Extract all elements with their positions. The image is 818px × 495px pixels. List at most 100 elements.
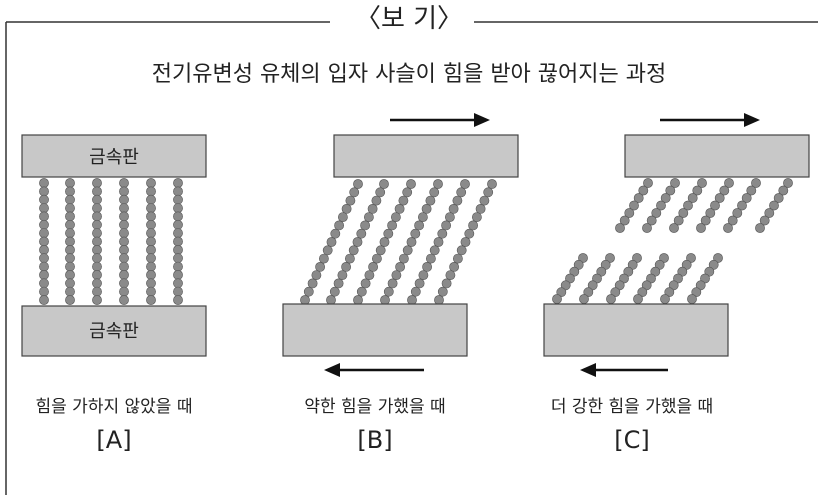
chain-b-particle [441,278,452,289]
chain-b-particle [383,286,394,297]
chain-a-particle [146,286,156,297]
chain-c-upper-particle [619,215,630,226]
chain-b-particle [375,187,386,198]
chain-c-upper-particle [633,193,644,203]
chain-a-particle [92,178,102,188]
chain-a-particle [173,269,183,280]
chain-b-particle [475,203,486,214]
caption-b: 약한 힘을 가했을 때 [304,397,446,417]
chain-b-particle [368,261,378,272]
chain-a-particle [39,286,49,297]
chain-b-particle [433,179,443,189]
chain-a-particle [119,261,129,272]
chain-a-particle [65,286,75,297]
chain-a-particle [92,203,102,213]
chain-a-particle [173,244,183,255]
label-c: [C] [614,426,650,454]
chain-a-particle [119,286,129,297]
chain-c-lower-particle [552,294,562,304]
chain-c-lower-particle [573,259,584,270]
chain-a-particle [119,253,129,264]
chain-b-particle [445,270,456,280]
chain-b-particle [434,295,444,305]
chain-a-particle [146,228,156,238]
chain-a-particle [119,178,129,188]
chain-c-lower-particle [600,259,611,270]
chain-c-lower-particle [641,280,652,291]
chain-b-particle [333,278,344,289]
chain-a-particle [119,278,129,289]
chain-a-particle [92,278,102,289]
diagram-title: 전기유변성 유체의 입자 사슬이 힘을 받아 끊어지는 과정 [151,62,667,87]
chain-c-lower-particle [560,280,571,291]
chain-b-particle [322,245,333,256]
chain-b-particle [387,278,398,289]
chain-b-particle [353,295,363,305]
chain-c-upper-particle [624,208,635,218]
chain-b-particle [437,228,448,239]
chain-b-particle [371,253,382,264]
chain-a-particle [146,244,156,255]
chain-b-particle [406,179,416,189]
chain-b-particle [326,237,337,247]
chain-c-lower-particle [668,280,679,291]
chain-a-particle [65,203,75,213]
chain-a-particle [92,295,102,305]
chain-a-particle [65,261,75,272]
chain-a-particle [92,286,102,297]
chain-b-particle [456,187,467,198]
chain-a-particle [119,236,129,247]
chain-a-particle [39,278,49,289]
chain-b-particle [452,253,463,264]
chain-b-particle [363,212,374,222]
chain-a-particle [65,278,75,289]
chain-a-particle [65,244,75,255]
chain-b-particle [410,228,421,239]
chain-a-particle [173,228,183,238]
chain-b-particle [326,295,336,305]
chain-b-particle [460,179,470,189]
chain-b-particle [437,286,448,297]
chain-b-particle [417,212,428,222]
chain-b-particle [300,295,310,305]
chain-c-upper-particle [660,193,671,203]
chain-c-upper-particle [751,178,761,188]
chain-b-particle [303,286,314,297]
chain-c-upper-particle [723,223,733,233]
chain-b-particle [337,270,348,280]
chain-a-particle [173,253,183,264]
chain-b-particle [334,220,344,231]
chain-c-lower-particle [606,294,616,304]
chain-a-particle [39,203,49,213]
chain-a-particle [39,219,49,230]
chain-b-particle [418,270,429,280]
chain-a-particle [39,186,49,197]
chain-b-particle [353,179,363,189]
chain-a-particle [119,203,129,213]
chain-b-particle [471,212,482,222]
chain-a-particle [92,228,102,238]
chain-b-particle [379,179,389,189]
chain-c-upper-particle [643,178,653,188]
chain-b-particle [329,286,340,297]
chain-a-particle [146,203,156,213]
chain-b-particle [318,253,329,264]
chain-b-particle [356,286,367,297]
chain-b-particle [337,212,348,222]
chain-c-upper-particle [759,215,770,226]
chain-c-lower-particle [654,259,665,270]
chain-a-particle [39,261,49,272]
chain-a-particle [39,211,49,222]
chain-b-particle [402,245,413,256]
chain-c-upper-particle [732,208,743,218]
chain-b-particle [380,295,390,305]
chain-c-lower-particle [587,280,598,291]
chain-c-lower-particle [579,294,589,304]
chain-a-particle [92,211,102,222]
chain-c-lower-particle [681,259,692,270]
plate-a-top [21,134,207,178]
chain-b-particle [344,253,355,264]
chain-b-particle [315,261,325,272]
chain-a-particle [119,295,129,305]
arrow-b-bottom-left [324,363,424,377]
